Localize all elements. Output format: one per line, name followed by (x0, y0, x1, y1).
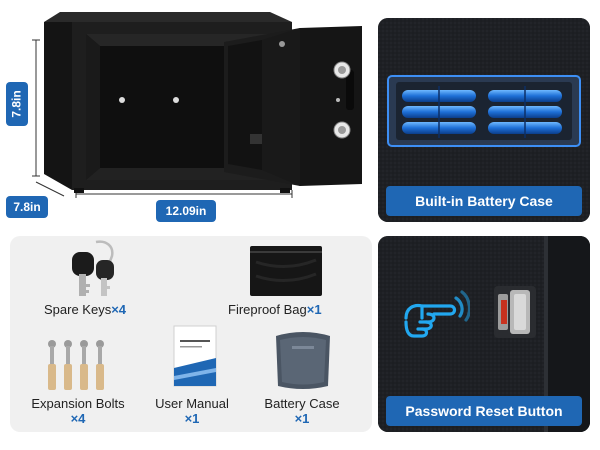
expansion-bolts-name: Expansion Bolts (31, 396, 125, 411)
expansion-bolts-label: Expansion Bolts ×4 (28, 396, 128, 426)
user-manual-name: User Manual (155, 396, 229, 411)
spare-keys-icon (72, 240, 114, 296)
expansion-bolts-qty: ×4 (70, 411, 86, 426)
safe-illustration: 7.8in 7.8in 12.09in (0, 0, 372, 228)
user-manual-qty: ×1 (184, 411, 200, 426)
spare-keys-qty: ×4 (111, 302, 127, 317)
password-reset-caption: Password Reset Button (386, 396, 582, 426)
fireproof-bag-icon (250, 246, 322, 296)
user-manual-icon (173, 325, 217, 387)
battery-case-name: Battery Case (264, 396, 340, 411)
battery-case-panel: Built-in Battery Case (378, 18, 590, 222)
battery-case-icon (276, 332, 330, 389)
depth-dimension-badge: 7.8in (6, 196, 48, 218)
finger-press-icon (404, 290, 470, 338)
height-value: 7.8in (10, 90, 25, 118)
fireproof-bag-label: Fireproof Bag×1 (228, 302, 322, 317)
expansion-bolts-icon (48, 340, 104, 390)
width-dimension-badge: 12.09in (156, 200, 216, 222)
spare-keys-label: Spare Keys×4 (44, 302, 126, 317)
user-manual-label: User Manual ×1 (146, 396, 238, 426)
fireproof-bag-name: Fireproof Bag (228, 302, 307, 317)
battery-case-caption: Built-in Battery Case (386, 186, 582, 216)
battery-case-label: Battery Case ×1 (250, 396, 354, 426)
battery-case-qty: ×1 (294, 411, 310, 426)
spare-keys-name: Spare Keys (44, 302, 112, 317)
height-dimension-badge: 7.8in (6, 82, 28, 126)
accessories-panel: Spare Keys×4 Fireproof Bag×1 Expansion B… (10, 236, 372, 432)
fireproof-bag-qty: ×1 (306, 302, 322, 317)
safe-drawing (32, 12, 362, 198)
password-reset-panel: Password Reset Button (378, 236, 590, 432)
